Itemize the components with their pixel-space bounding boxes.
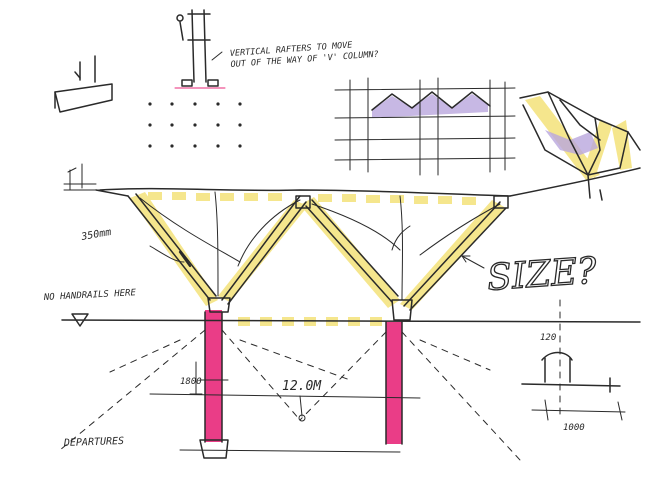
note-rafters: VERTICAL RAFTERS TO MOVE OUT OF THE WAY … [230,39,380,70]
columns [199,311,403,459]
label-no-handrails: NO HANDRAILS HERE [43,288,137,303]
perspective-dashes [59,329,521,461]
center-node [295,195,311,209]
curved-ribs [139,197,501,267]
label-departures: DEPARTURES [63,436,125,449]
dim-edge-sketch [63,163,101,191]
dim-1800-marks [189,361,203,395]
sketch-roof-edge [54,55,113,113]
floor-line [61,313,641,327]
right-v-column [305,195,509,321]
handrail-detail [521,299,626,421]
left-v-column [127,191,307,313]
label-span: 12.0M [282,379,322,394]
label-120: 120 [540,333,556,343]
label-1800: 1800 [180,377,202,387]
highlight-left-v-outer [130,192,218,306]
right-column-highlight [386,322,402,444]
magenta-columns [205,310,402,444]
label-dim-member: 350mm [80,227,113,243]
roof-top-chord [95,167,641,197]
sketch-elevation-grid [334,77,516,176]
sketch-perspective [519,91,641,201]
label-1000: 1000 [563,423,585,433]
highlight-right-v-outer [300,197,400,308]
left-column-highlight [205,310,222,442]
label-size-question: SIZE? [486,250,599,299]
sketch-rafter-detail [174,9,226,89]
lower-levels [149,393,421,453]
column-grid-dots [148,102,242,148]
yellow-highlights [130,96,632,326]
